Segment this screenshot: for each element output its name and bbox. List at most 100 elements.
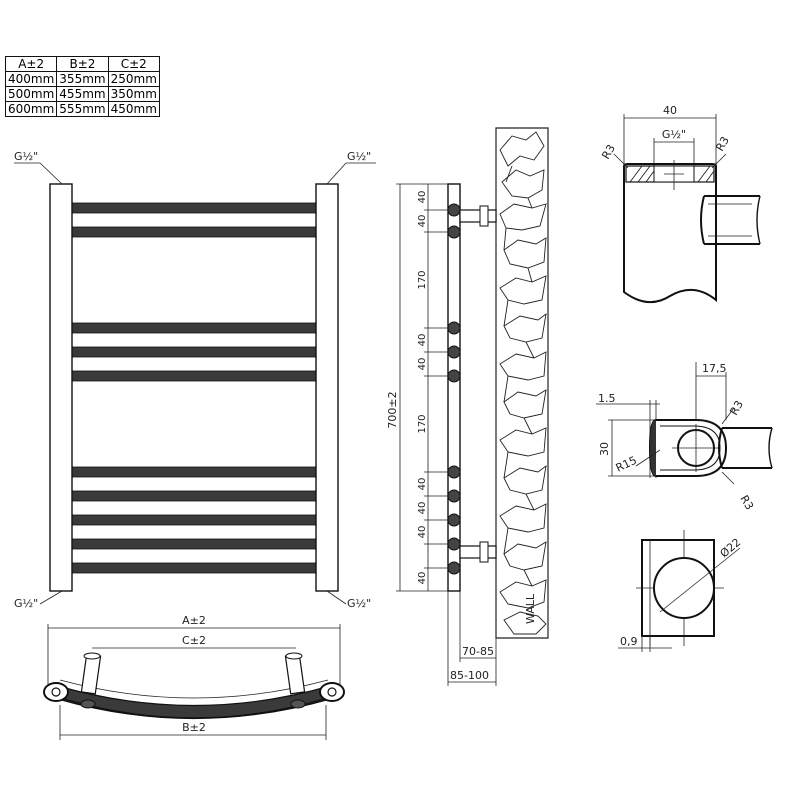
leader-line: [39, 590, 63, 605]
valve-foot: [80, 699, 96, 709]
dim-label-c: C±2: [182, 634, 206, 647]
tube-body: [623, 166, 717, 303]
side-view: WALL 700±2: [386, 127, 549, 686]
bracket-arm: [459, 545, 497, 559]
spec-cell: 450mm: [107, 101, 160, 117]
side-post: [447, 183, 461, 592]
dim-label-30: 30: [598, 442, 611, 456]
bar-end: [447, 513, 461, 527]
detail-bottom: Ø22 0,9: [618, 530, 743, 652]
dim-label-b: B±2: [182, 721, 206, 734]
right-end-hole: [327, 687, 337, 697]
dim-label-17-5: 17,5: [702, 362, 727, 375]
dim-label-r3-top: R3: [727, 398, 746, 417]
bar-end: [447, 203, 461, 217]
bar-end: [447, 489, 461, 503]
spec-table: A±2 B±2 C±2 400mm 355mm 250mm 500mm 455m…: [4, 56, 160, 117]
dim-label-a: A±2: [182, 614, 206, 627]
dim-label-height: 700±2: [386, 391, 399, 428]
bracket-clamp: [479, 205, 489, 227]
detail-top: 40 G½" R3 R3: [599, 104, 761, 303]
bar-end: [447, 321, 461, 335]
dim-label-depth-inner: 70-85: [462, 645, 494, 658]
wall-label: WALL: [524, 593, 537, 624]
leader-line: [326, 590, 347, 605]
side-pipe-end: [700, 195, 705, 245]
leader-line: [721, 471, 735, 485]
inner-curve: [59, 679, 329, 699]
dim-label-thread: G½": [662, 128, 686, 141]
valve-body: [284, 653, 306, 695]
rail-bar: [71, 202, 319, 214]
pitch-label: 170: [417, 270, 428, 289]
dim-label-width: 40: [663, 104, 677, 117]
rail-bars: [71, 202, 319, 574]
dim-label-r15: R15: [614, 454, 639, 475]
rail-bar: [71, 370, 319, 382]
bar-end: [447, 369, 461, 383]
side-pipe: [704, 195, 760, 245]
bar-end: [447, 345, 461, 359]
rail-bar: [71, 514, 319, 526]
thread-label-top-right: G½": [347, 150, 371, 163]
front-view: G½" G½" G½" G½": [14, 150, 376, 610]
pitch-label: 40: [417, 334, 428, 347]
rail-bar: [71, 490, 319, 502]
bracket-arm: [459, 209, 497, 223]
rail-bar: [71, 562, 319, 574]
leader-line: [711, 153, 727, 169]
spec-cell: 250mm: [107, 71, 160, 87]
pitch-label: 40: [417, 502, 428, 515]
rail-bar: [71, 226, 319, 238]
side-pipe-cut: [768, 427, 773, 469]
bar-ends: [447, 203, 461, 575]
side-pipe: [722, 427, 772, 469]
spec-cell: 555mm: [56, 101, 109, 117]
bar-end: [447, 465, 461, 479]
rail-bar: [71, 466, 319, 478]
left-end-hole: [51, 687, 61, 697]
profile-wall: [650, 420, 656, 476]
thread-label-bottom-right: G½": [347, 597, 371, 610]
pitch-label: 40: [417, 572, 428, 585]
top-view: A±2 C±2 B±2: [43, 614, 345, 740]
leader-line: [39, 162, 63, 185]
spec-row: 600mm 555mm 450mm: [4, 101, 160, 117]
valve-body: [80, 653, 102, 695]
valve-cap: [83, 652, 101, 660]
bar-end: [447, 561, 461, 575]
curved-rail: [57, 685, 331, 720]
detail-mid: 17,5 1.5 30 R3 R3 R15: [596, 362, 773, 512]
spec-row: 400mm 355mm 250mm: [4, 71, 160, 87]
dim-label-r3-right: R3: [713, 134, 732, 153]
spec-cell: 350mm: [107, 86, 160, 102]
bar-end: [447, 537, 461, 551]
profile-box: [641, 539, 715, 637]
rail-bar: [71, 322, 319, 334]
leader-line: [635, 449, 661, 467]
pitch-labels: 40 40 170 40 40 170 40 40 40 40: [417, 191, 428, 585]
bracket-clamp: [479, 541, 489, 563]
side-pipe-inner: [708, 203, 752, 237]
tube-circle: [653, 557, 715, 619]
dim-label-diameter: Ø22: [718, 536, 744, 561]
spec-cell: 355mm: [56, 71, 109, 87]
thread-label-top-left: G½": [14, 150, 38, 163]
bar-end: [447, 225, 461, 239]
pitch-label: 40: [417, 191, 428, 204]
cap-hatch: [629, 165, 715, 183]
right-valve: [284, 652, 306, 709]
spec-cell: 600mm: [4, 101, 58, 117]
left-valve: [80, 652, 102, 709]
pitch-label: 170: [417, 414, 428, 433]
top-bracket: [459, 205, 497, 227]
pitch-label: 40: [417, 526, 428, 539]
pitch-ticks: [424, 209, 448, 569]
valve-foot: [290, 699, 306, 709]
rail-bar: [71, 346, 319, 358]
dim-label-1-5: 1.5: [598, 392, 616, 405]
pitch-label: 40: [417, 215, 428, 228]
leader-line: [721, 407, 735, 425]
pitch-label: 40: [417, 478, 428, 491]
